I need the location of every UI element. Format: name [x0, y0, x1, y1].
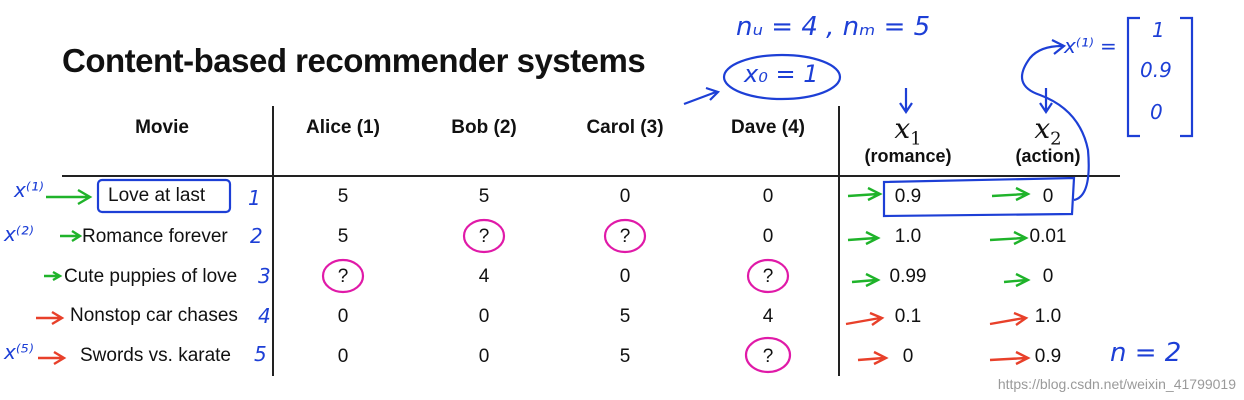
x1-vector-label: x⁽¹⁾ =	[1064, 34, 1117, 58]
rating-bob: ?	[478, 226, 490, 247]
vector-right-bracket	[1180, 16, 1194, 138]
rating-dave: 0	[762, 226, 774, 247]
down-arrow-x1	[899, 88, 913, 114]
divider-feature-columns	[838, 106, 840, 376]
vector-value-3: 0	[1150, 100, 1163, 124]
movie-title: Cute puppies of love	[64, 266, 238, 287]
movie-title: Nonstop car chases	[70, 305, 238, 326]
feature-x2: 1.0	[1034, 306, 1062, 327]
feature-x2: 0	[1042, 266, 1054, 287]
rating-alice: ?	[337, 266, 349, 287]
missing-rating-circles	[321, 218, 792, 374]
row-label-x5: x⁽⁵⁾	[4, 340, 34, 364]
movie-title: Love at last	[108, 185, 206, 206]
rating-alice: 0	[337, 346, 349, 367]
rating-alice: 5	[337, 186, 349, 207]
rating-alice: 0	[337, 306, 349, 327]
row-index-2: 2	[250, 224, 263, 248]
feature-x2: 0.9	[1034, 346, 1062, 367]
header-dave: Dave (4)	[731, 117, 805, 138]
n-equals-note: n = 2	[1110, 338, 1182, 368]
row-label-x1: x⁽¹⁾	[14, 178, 44, 202]
rating-carol: 5	[619, 306, 631, 327]
movie-title: Romance forever	[82, 226, 228, 247]
rating-dave: ?	[762, 346, 774, 367]
vector-value-2: 0.9	[1140, 58, 1172, 82]
header-alice: Alice (1)	[306, 117, 380, 138]
header-bob: Bob (2)	[451, 117, 517, 138]
header-x1-symbol: x1	[894, 112, 922, 150]
header-x2-label: (action)	[1015, 146, 1081, 166]
rating-alice: 5	[337, 226, 349, 247]
rating-carol: 5	[619, 346, 631, 367]
feature-x1: 1.0	[894, 226, 922, 247]
header-x1-label: (romance)	[864, 146, 952, 166]
x0-pointer-arrow	[683, 86, 721, 106]
header-x2-symbol: x2	[1034, 112, 1062, 150]
row-index-1: 1	[248, 186, 261, 210]
rating-carol: 0	[619, 186, 631, 207]
rating-bob: 0	[478, 346, 490, 367]
row-label-x2: x⁽²⁾	[4, 222, 34, 246]
feature-x2: 0	[1042, 186, 1054, 207]
page-title: Content-based recommender systems	[62, 42, 646, 79]
divider-movie-column	[272, 106, 274, 376]
nu-nm-note: nᵤ = 4 , nₘ = 5	[736, 12, 931, 42]
rating-bob: 5	[478, 186, 490, 207]
feature-x1: 0.1	[894, 306, 922, 327]
vector-left-bracket	[1126, 16, 1140, 138]
rating-dave: 0	[762, 186, 774, 207]
feature-x1: 0.9	[894, 186, 922, 207]
row-index-5: 5	[254, 342, 267, 366]
down-arrow-x2	[1039, 88, 1053, 114]
rating-carol: ?	[619, 226, 631, 247]
x0-note: x₀ = 1	[744, 60, 819, 88]
rating-bob: 4	[478, 266, 490, 287]
header-divider	[62, 175, 1120, 177]
feature-x2: 0.01	[1029, 226, 1067, 247]
header-movie: Movie	[135, 117, 189, 138]
vector-value-1: 1	[1152, 18, 1165, 42]
row-index-3: 3	[258, 264, 271, 288]
link-arrowhead	[1051, 39, 1067, 55]
rating-bob: 0	[478, 306, 490, 327]
rating-dave: ?	[762, 266, 774, 287]
rating-carol: 0	[619, 266, 631, 287]
feature-x1: 0.99	[889, 266, 927, 287]
feature-x1: 0	[902, 346, 914, 367]
movie-title: Swords vs. karate	[80, 345, 231, 366]
watermark: https://blog.csdn.net/weixin_41799019	[997, 376, 1236, 392]
row-index-4: 4	[258, 304, 271, 328]
header-carol: Carol (3)	[586, 117, 664, 138]
rating-dave: 4	[762, 306, 774, 327]
